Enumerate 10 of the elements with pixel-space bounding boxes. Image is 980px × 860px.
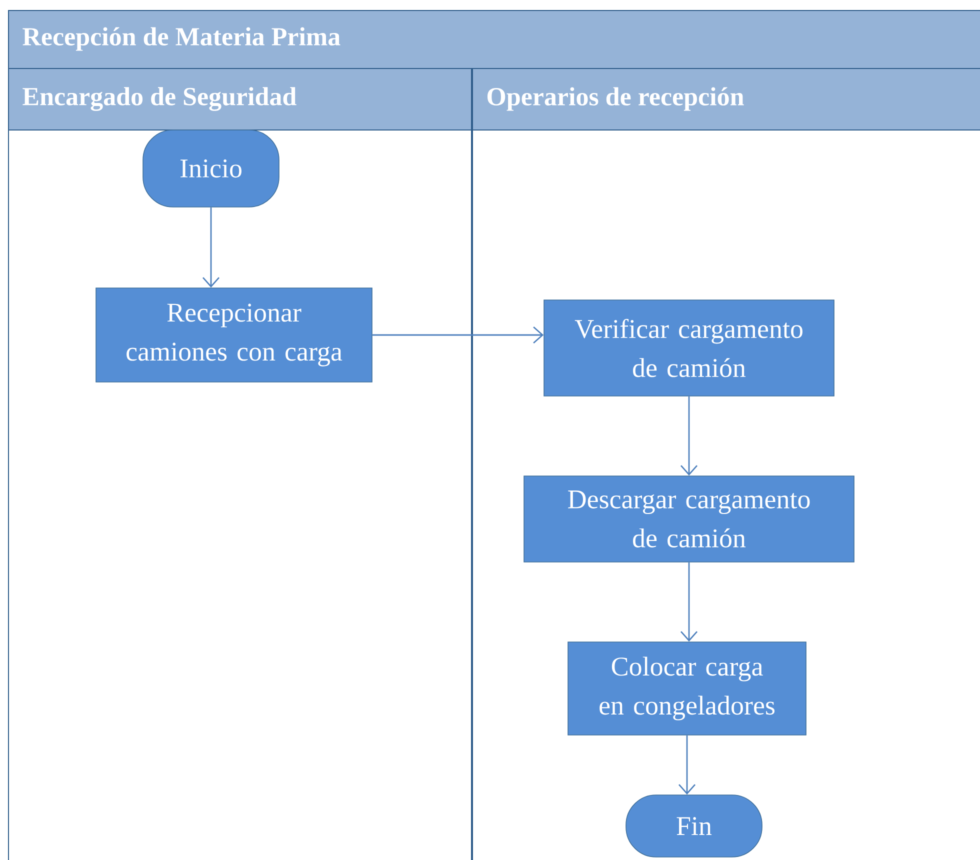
arrow [680, 562, 698, 642]
process-box: Descargar cargamento de camión [524, 476, 854, 562]
process-box: Verificar cargamento de camión [544, 300, 834, 396]
process-box: Colocar carga en congeladores [568, 642, 806, 736]
arrow [678, 735, 696, 795]
arrow [202, 207, 220, 288]
arrow [680, 396, 698, 476]
arrow [372, 326, 544, 344]
pool-header: Recepción de Materia Prima [8, 10, 980, 69]
process-box: Recepcionar camiones con carga [96, 288, 372, 382]
